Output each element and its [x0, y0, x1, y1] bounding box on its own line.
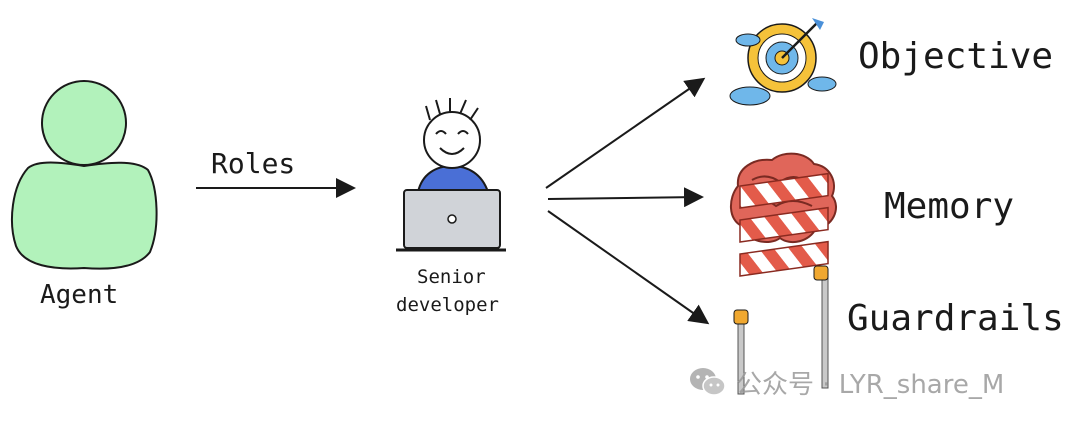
objective-label: Objective	[858, 36, 1054, 77]
roles-label: Roles	[211, 147, 296, 180]
memory-arrow	[547, 187, 704, 208]
target-icon	[729, 18, 837, 106]
guardrails-arrow	[547, 210, 710, 325]
developer-icon	[396, 98, 506, 252]
role-name-line1: Senior	[417, 266, 486, 288]
guardrails-label: Guardrails	[847, 298, 1064, 339]
memory-label: Memory	[884, 186, 1015, 227]
agent-label: Agent	[40, 280, 119, 310]
wechat-icon	[690, 368, 726, 396]
agent-icon	[11, 80, 158, 270]
role-name-line2: developer	[396, 294, 499, 316]
watermark: 公众号 · LYR_share_M	[688, 364, 1004, 400]
objective-arrow	[545, 77, 706, 189]
watermark-text: 公众号 · LYR_share_M	[736, 369, 1005, 400]
barrier-icon	[733, 172, 829, 395]
